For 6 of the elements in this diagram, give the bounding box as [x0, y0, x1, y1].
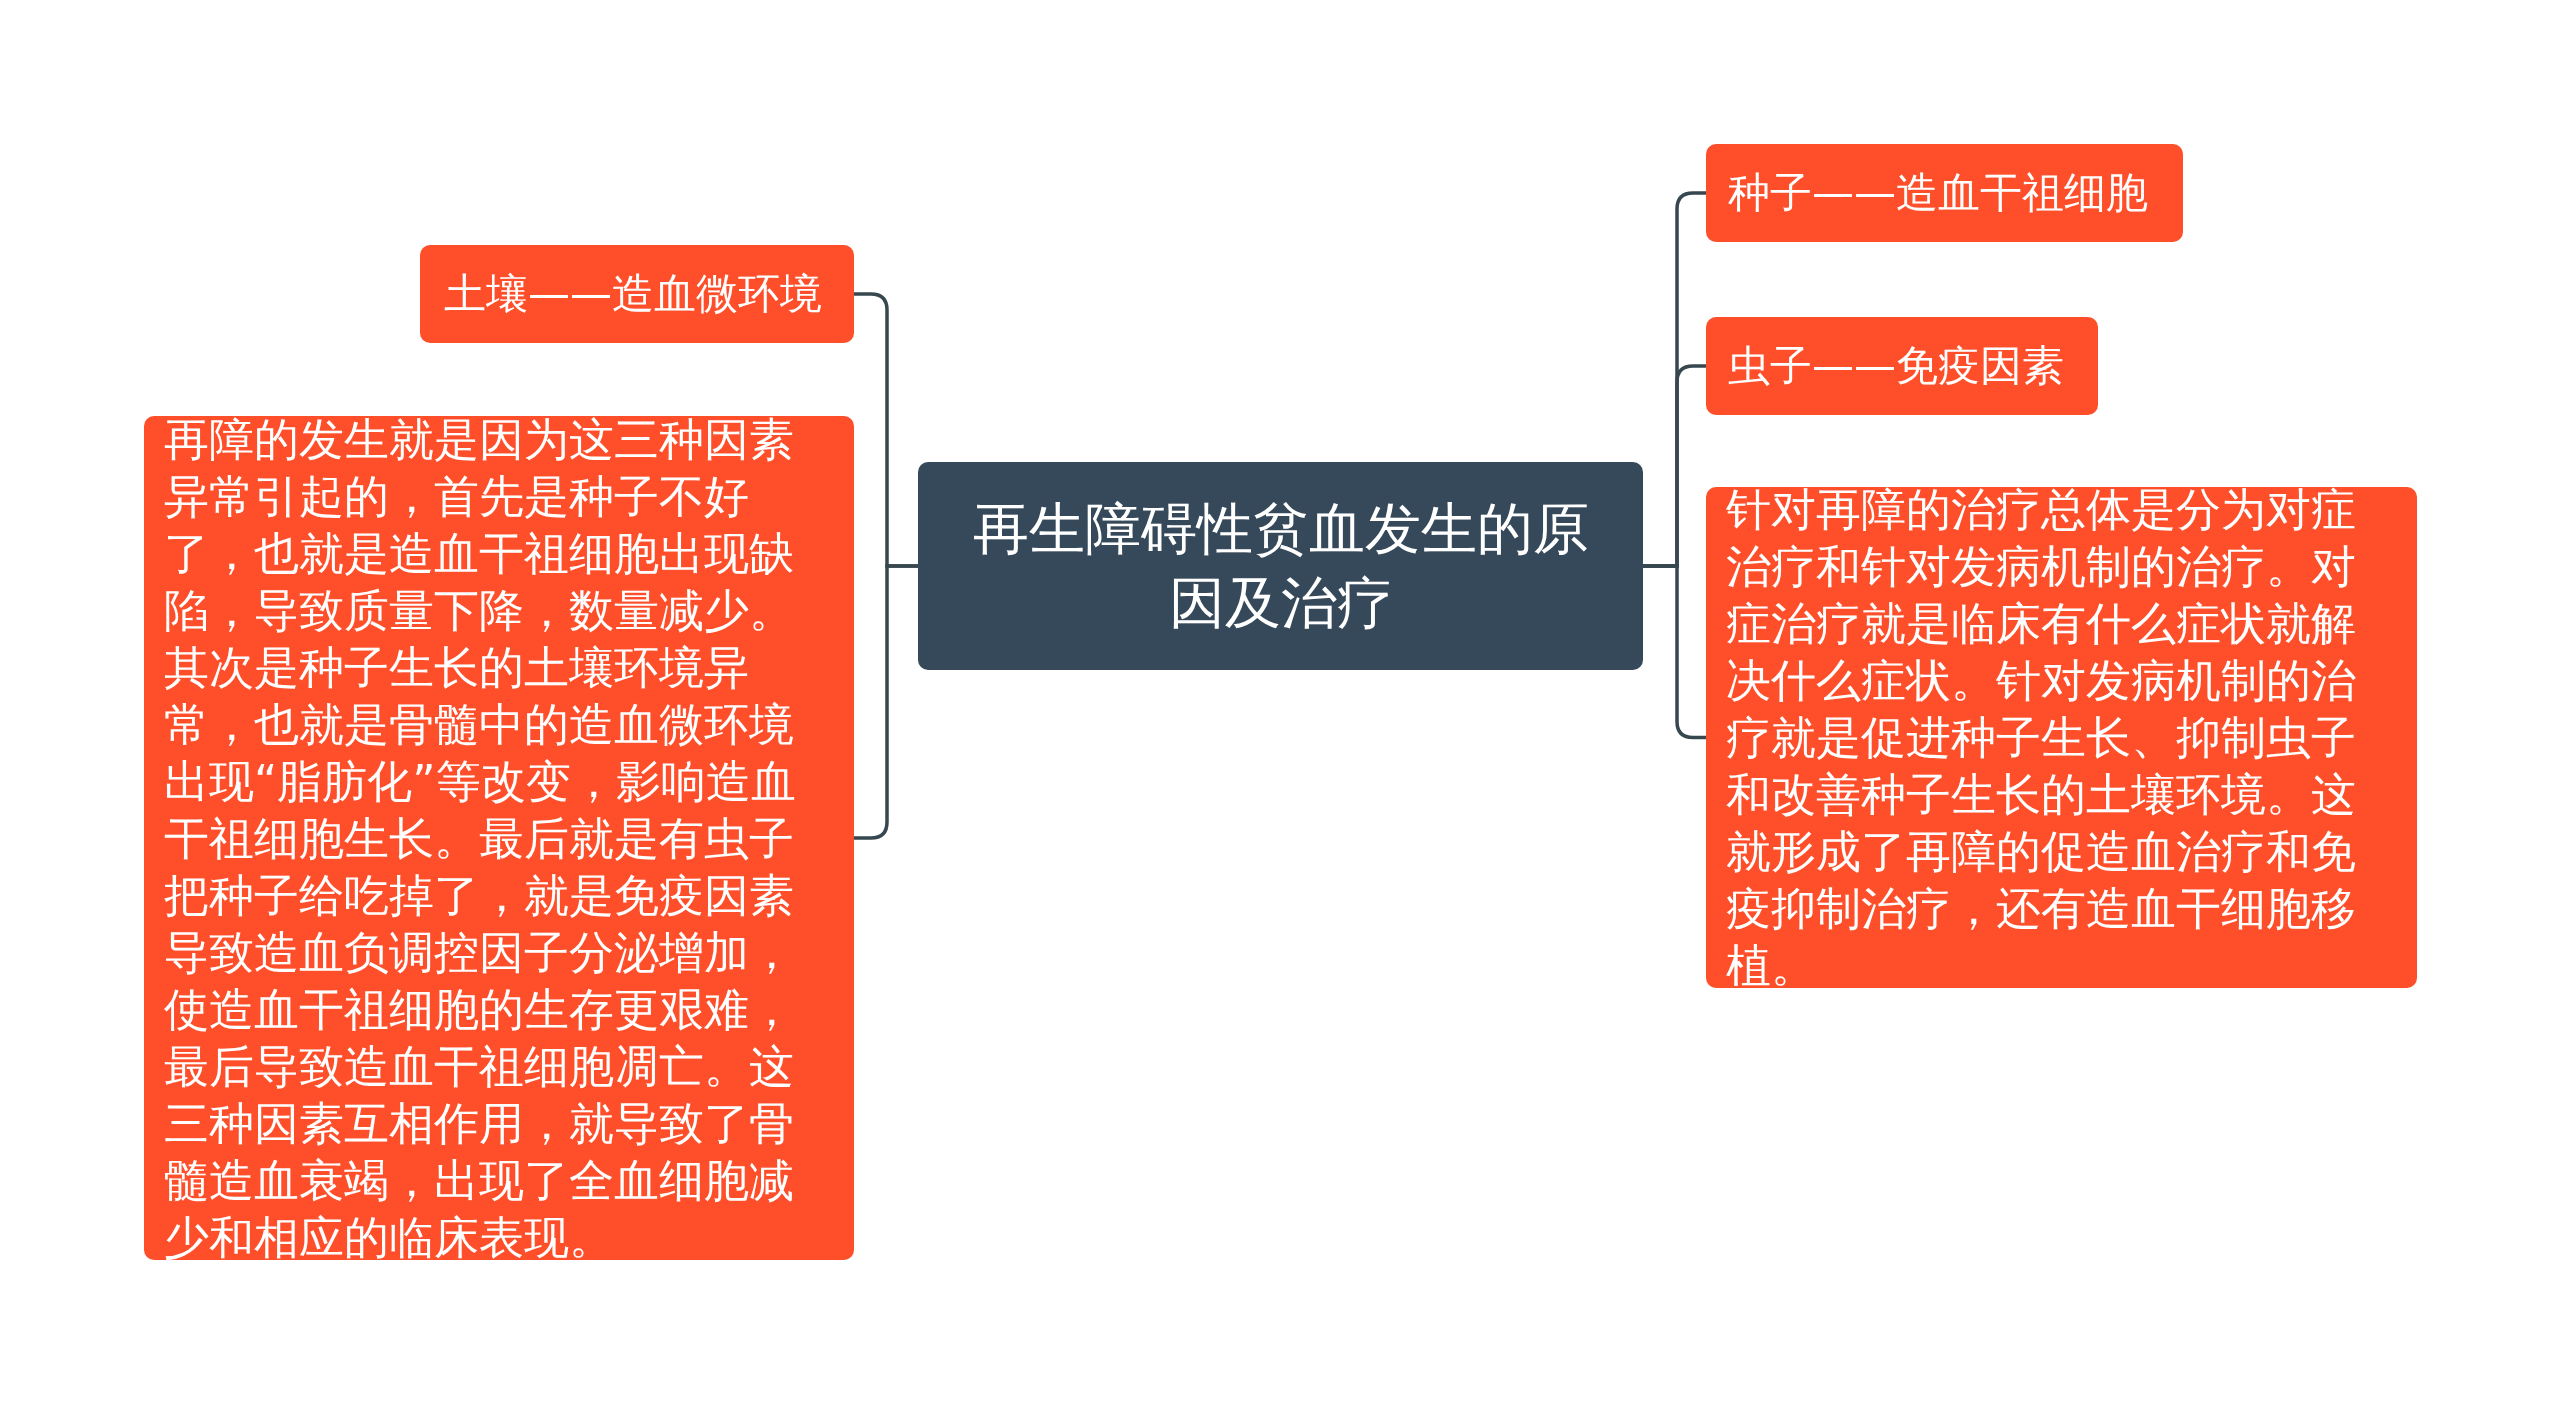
- note-box: 再障的发生就是因为这三种因素异常引起的，首先是种子不好了，也就是造血干祖细胞出现缺陷，导致质量下降，数量减少。其次是种子生长的土壤环境异常，也就是骨髓中的造血微环境出现“脂肪化”等改变，影响造血干祖细胞生长。最后就是有虫子把种子给吃掉了，就是免疫因素导致造血负调控因子分泌增加，使造血干祖细胞的生存更艰难，最后导致造血干祖细胞凋亡。这三种因素互相作用，就导致了骨髓造血衰竭，出现了全血细胞减少和相应的临床表现。: [144, 416, 854, 1260]
- topic-box: 土壤——造血微环境: [420, 245, 854, 343]
- topic-box: 种子——造血干祖细胞: [1706, 144, 2183, 242]
- note-box: 针对再障的治疗总体是分为对症治疗和针对发病机制的治疗。对症治疗就是临床有什么症状就解决什么症状。针对发病机制的治疗就是促进种子生长、抑制虫子和改善种子生长的土壤环境。这就形成了再障的促造血治疗和免疫抑制治疗，还有造血干细胞移植。: [1706, 487, 2417, 988]
- topic-box: 再生障碍性贫血发生的原因及治疗: [918, 462, 1643, 670]
- topic-box: 虫子——免疫因素: [1706, 317, 2098, 415]
